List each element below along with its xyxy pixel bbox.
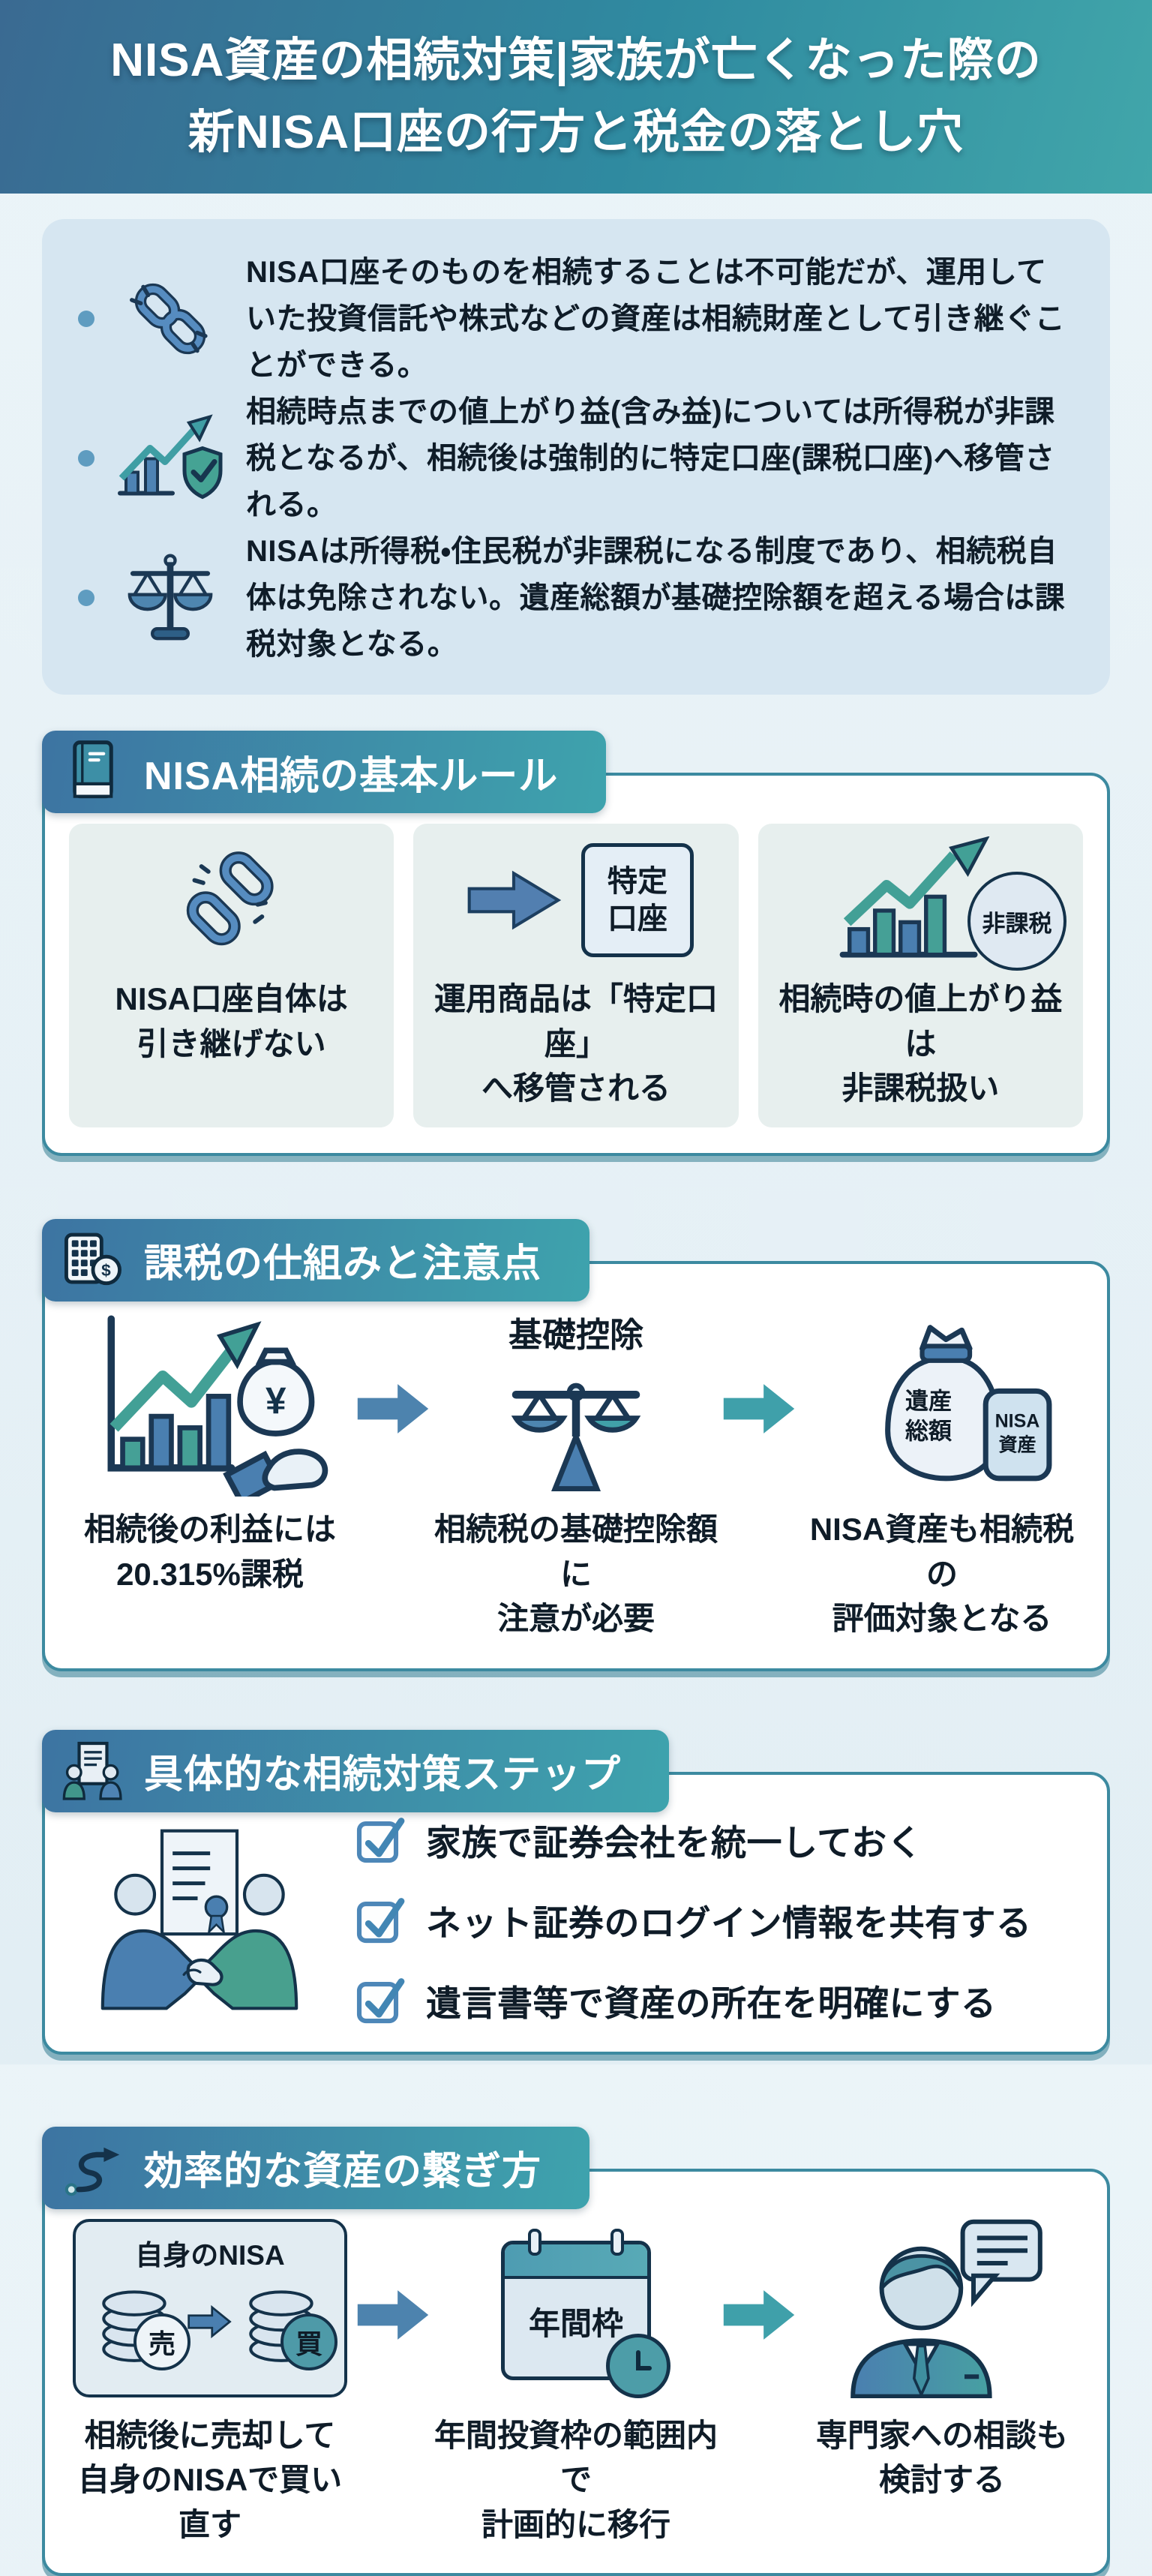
section-header: $ 課税の仕組みと注意点	[42, 1218, 590, 1302]
clock-icon	[606, 2333, 670, 2398]
flow-caption: 相続後に売却して 自身のNISAで買い直す	[77, 2417, 343, 2542]
flow-arrow-icon	[720, 2286, 798, 2344]
checklist-text: 遺言書等で資産の所在を明確にする	[426, 1983, 997, 2023]
coin-stack-icon: 買	[242, 2276, 338, 2370]
card-caption: 運用商品は「特定口座」 へ移管される	[434, 981, 718, 1106]
flow-arrow-icon	[354, 2286, 432, 2344]
page-title: NISA資産の相続対策|家族が亡くなった際の 新NISA口座の行方と税金の落とし…	[110, 25, 1041, 169]
checklist-text: ネット証券のログイン情報を共有する	[426, 1902, 1032, 1943]
bullet-dot	[78, 450, 94, 467]
small-arrow-icon	[188, 2304, 232, 2338]
section-header: 具体的な相続対策ステップ	[42, 1729, 670, 1812]
calendar-top-band	[505, 2244, 647, 2279]
section-title: 具体的な相続対策ステップ	[144, 1753, 622, 1797]
tax-free-badge: 非課税	[968, 872, 1066, 971]
section-header: NISA相続の基本ルール	[42, 731, 607, 813]
summary-item: NISAは所得税・住民税が非課税になる制度であり、相続税自体は免除されない。遺産…	[78, 528, 1074, 668]
section-title: 課税の仕組みと注意点	[144, 1242, 542, 1286]
section-title: NISA相続の基本ルール	[144, 754, 559, 798]
checklist-item: ネット証券のログイン情報を共有する	[354, 1894, 1065, 1946]
flow-caption: 相続税の基礎控除額に 注意が必要	[434, 1511, 718, 1637]
flow-caption: 年間投資枠の範囲内で 計画的に移行	[434, 2417, 718, 2542]
section-basic-rules: NISA相続の基本ルール	[42, 731, 1110, 1156]
bullet-dot	[78, 590, 94, 606]
transfer-arrow-icon: 特定 口座	[425, 834, 726, 966]
coin-stack-icon: 売	[94, 2276, 190, 2370]
summary-text: NISA口座そのものを相続することは不可能だが、運用していた投資信託や株式などの…	[246, 256, 1066, 382]
profit-tax-icon: ¥	[86, 1308, 334, 1497]
section-body: ¥ 相続後の利益には 20.315%課税	[42, 1260, 1110, 1671]
s-arrow-icon	[62, 2133, 124, 2202]
card-caption: 相続時の値上がり益は 非課税扱い	[778, 981, 1063, 1106]
summary-item: NISA口座そのものを相続することは不可能だが、運用していた投資信託や株式などの…	[78, 249, 1074, 389]
own-nisa-box: 自身のNISA 売	[73, 2218, 347, 2397]
summary-text: 相続時点までの値上がり益(含み益)については所得税が非課税となるが、相続後は強制…	[246, 395, 1055, 521]
card-caption: NISA口座自体は 引き継げない	[115, 981, 348, 1061]
rule-card: NISA口座自体は 引き継げない	[69, 824, 394, 1127]
page-header: NISA資産の相続対策|家族が亡くなった際の 新NISA口座の行方と税金の落とし…	[0, 0, 1152, 194]
calendar-ring	[528, 2228, 542, 2256]
sell-badge: 売	[134, 2313, 190, 2370]
section-title: 効率的な資産の繋ぎ方	[144, 2150, 542, 2194]
page-title-line2: 新NISA口座の行方と税金の落とし穴	[188, 107, 964, 158]
flow-caption: 専門家への相談も 検討する	[815, 2417, 1068, 2498]
section-inheritance-steps: 具体的な相続対策ステップ	[42, 1729, 1110, 2055]
rule-card: 非課税 相続時の値上がり益は 非課税扱い	[758, 824, 1083, 1127]
section-header: 効率的な資産の繋ぎ方	[42, 2126, 590, 2209]
flow-item: 専門家への相談も 検討する	[798, 2214, 1086, 2502]
section-body: 家族で証券会社を統一しておく ネット証券のログイン情報を共有する	[42, 1771, 1110, 2055]
checklist-item: 遺言書等で資産の所在を明確にする	[354, 1974, 1065, 2026]
buy-badge: 買	[280, 2313, 338, 2370]
calendar-ring	[610, 2228, 624, 2256]
yen-glyph: ¥	[266, 1380, 286, 1422]
chain-link-icon	[114, 274, 226, 364]
checklist: 家族で証券会社を統一しておく ネット証券のログイン情報を共有する	[354, 1814, 1065, 2026]
growth-shield-icon	[114, 412, 226, 506]
flow-item: 年間枠 年間投資枠の範囲内で 計画的に移行	[432, 2214, 720, 2547]
sell-rebuy-icon: 自身のNISA 売	[73, 2214, 347, 2403]
agreement-icon	[62, 1737, 124, 1806]
estate-total-label: 遺産 総額	[905, 1388, 952, 1445]
page-title-line1: NISA資産の相続対策|家族が亡くなった際の	[110, 34, 1042, 86]
handshake-document-illustration	[87, 1826, 312, 2013]
summary-text: NISAは所得税・住民税が非課税になる制度であり、相続税自体は免除されない。遺産…	[246, 535, 1066, 661]
estate-bags-icon: 遺産 総額 NISA 資産	[830, 1308, 1054, 1497]
summary-item: 相続時点までの値上がり益(含み益)については所得税が非課税となるが、相続後は強制…	[78, 389, 1074, 528]
checklist-text: 家族で証券会社を統一しておく	[426, 1822, 923, 1863]
basic-deduction-label: 基礎控除	[508, 1315, 644, 1354]
flow-arrow-icon	[720, 1380, 798, 1438]
checkbox-icon	[354, 1894, 406, 1945]
bullet-dot	[78, 311, 94, 327]
flow-item: 基礎控除 相続税の基礎控除額に 注意が必要	[432, 1308, 720, 1641]
flow-caption: NISA資産も相続税の 評価対象となる	[809, 1511, 1075, 1637]
block-arrow-icon	[467, 870, 562, 930]
flow-arrow-icon	[354, 1380, 432, 1438]
growth-chart-icon: 非課税	[770, 834, 1071, 971]
consultant-icon	[838, 2214, 1046, 2403]
dollar-glyph: $	[101, 1261, 111, 1280]
section-body: 自身のNISA 売	[42, 2168, 1110, 2576]
rule-card: 特定 口座 運用商品は「特定口座」 へ移管される	[413, 824, 739, 1127]
own-nisa-label: 自身のNISA	[135, 2239, 285, 2271]
checkbox-icon	[354, 1814, 406, 1865]
broken-chain-icon	[81, 834, 382, 966]
section-asset-transition: 効率的な資産の繋ぎ方 自身のNISA	[42, 2126, 1110, 2576]
checkbox-icon	[354, 1974, 406, 2025]
calculator-icon: $	[62, 1226, 124, 1295]
tax-scale-icon: 基礎控除	[494, 1308, 658, 1497]
book-icon	[62, 737, 124, 806]
summary-panel: NISA口座そのものを相続することは不可能だが、運用していた投資信託や株式などの…	[42, 219, 1110, 695]
flow-item: ¥ 相続後の利益には 20.315%課税	[66, 1308, 354, 1596]
tokutei-account-badge: 特定 口座	[580, 843, 694, 957]
section-tax-mechanism: $ 課税の仕組みと注意点 ¥	[42, 1218, 1110, 1671]
flow-item: 遺産 総額 NISA 資産 NISA資産も相続税の 評価対象となる	[798, 1308, 1086, 1641]
nisa-asset-label: NISA 資産	[994, 1410, 1040, 1456]
balance-scale-icon	[114, 549, 226, 647]
flow-caption: 相続後の利益には 20.315%課税	[83, 1511, 336, 1592]
flow-item: 自身のNISA 売	[66, 2214, 354, 2547]
section-body: NISA口座自体は 引き継げない 特定 口座 運用商品は「特定口座」 へ移管され…	[42, 773, 1110, 1156]
checklist-item: 家族で証券会社を統一しておく	[354, 1814, 1065, 1866]
calendar-clock-icon: 年間枠	[501, 2214, 670, 2403]
